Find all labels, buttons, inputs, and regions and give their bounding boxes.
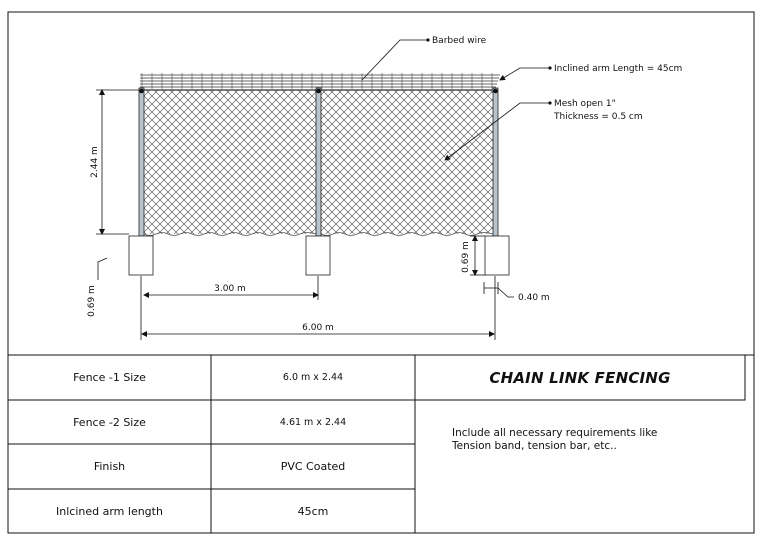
label-barbed-wire: Barbed wire [432, 36, 487, 46]
barbed-wire [140, 73, 500, 91]
drawing-labels: Barbed wire Inclined arm Length = 45cm M… [87, 36, 682, 333]
post-left [138, 87, 145, 237]
spec-value-finish: PVC Coated [280, 460, 346, 473]
spec-label-finish: Finish [93, 460, 126, 473]
post-middle [315, 87, 322, 237]
sheet-border [7, 11, 755, 534]
spec-label-arm-length: Inlcined arm length [56, 504, 163, 518]
spec-value-fence-2: 4.61 m x 2.44 [279, 416, 347, 428]
label-height: 2.44 m [90, 146, 100, 178]
post-right [492, 87, 499, 237]
drawing-note: Include all necessary requirements like … [452, 427, 658, 452]
label-footing-right: 0.69 m [461, 241, 471, 273]
post-footings [128, 235, 510, 276]
drawing-title: CHAIN LINK FENCING [489, 368, 671, 387]
label-thickness: Thickness = 0.5 cm [553, 112, 643, 122]
label-post-width: 0.40 m [518, 293, 550, 303]
label-footing-left: 0.69 m [87, 285, 97, 317]
spec-value-arm-length: 45cm [297, 504, 329, 518]
spec-table-grid [8, 354, 746, 533]
label-mesh-open: Mesh open 1" [554, 99, 616, 109]
label-span-total: 6.00 m [302, 323, 334, 333]
spec-value-fence-1: 6.0 m x 2.44 [282, 372, 344, 383]
leader-lines [97, 38, 552, 280]
label-span-half: 3.00 m [214, 284, 246, 294]
dimension-lines [96, 89, 514, 340]
label-inclined-arm: Inclined arm Length = 45cm [554, 64, 682, 74]
spec-label-fence-2: Fence -2 Size [73, 415, 146, 429]
spec-label-fence-1: Fence -1 Size [73, 371, 146, 384]
fence-mesh [143, 90, 494, 236]
